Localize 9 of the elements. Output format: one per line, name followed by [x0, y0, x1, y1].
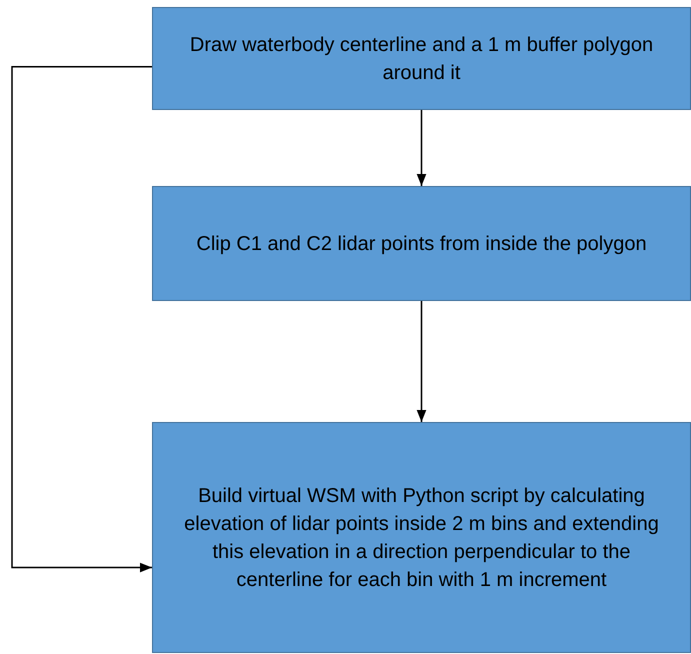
arrow — [416, 110, 426, 186]
arrow — [416, 301, 426, 422]
arrow — [11, 66, 152, 572]
step-text: Clip C1 and C2 lidar points from inside the polygon — [196, 232, 647, 256]
process-box — [152, 7, 691, 110]
process-box — [152, 422, 691, 653]
step-text: Build virtual WSM with Python script by calculating elevation of lidar points inside 2 m bins and extending this elevation in a direction perpendicular to the centerline for each bin with 1 m increment — [183, 484, 660, 592]
step-text: Draw waterbody centerline and a 1 m buffer polygon around it — [188, 32, 654, 86]
process-box — [152, 186, 691, 301]
